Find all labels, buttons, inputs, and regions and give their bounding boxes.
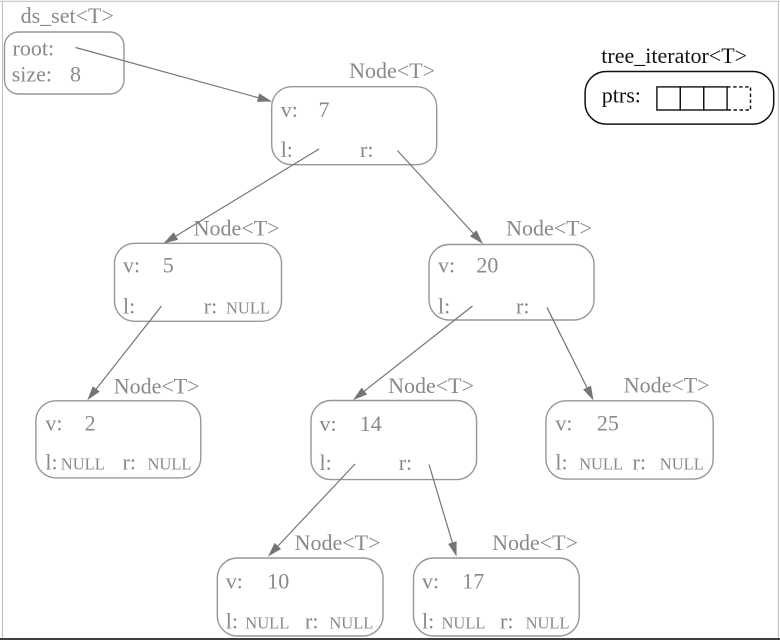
svg-text:2: 2 <box>85 411 96 436</box>
svg-text:r:: r: <box>500 609 513 634</box>
svg-text:NULL: NULL <box>329 614 373 633</box>
svg-text:Node<T>: Node<T> <box>506 216 592 241</box>
svg-text:NULL: NULL <box>245 614 289 633</box>
svg-text:ds_set<T>: ds_set<T> <box>21 3 114 28</box>
svg-text:l:: l: <box>555 450 567 475</box>
svg-text:Node<T>: Node<T> <box>349 58 435 83</box>
svg-text:v:: v: <box>320 411 337 436</box>
svg-text:v:: v: <box>555 411 572 436</box>
svg-text:v:: v: <box>438 253 455 278</box>
svg-text:size:: size: <box>12 62 52 87</box>
svg-text:r:: r: <box>204 294 217 319</box>
svg-text:NULL: NULL <box>660 455 704 474</box>
svg-text:tree_iterator<T>: tree_iterator<T> <box>601 43 747 68</box>
svg-text:7: 7 <box>319 97 330 122</box>
svg-text:l:: l: <box>281 137 293 162</box>
svg-text:NULL: NULL <box>226 299 270 318</box>
svg-text:Node<T>: Node<T> <box>295 530 381 555</box>
svg-text:r:: r: <box>399 450 412 475</box>
svg-text:r:: r: <box>516 294 529 319</box>
svg-text:8: 8 <box>70 62 81 87</box>
svg-text:l:: l: <box>226 609 238 634</box>
svg-text:10: 10 <box>267 569 289 594</box>
svg-text:20: 20 <box>476 253 498 278</box>
svg-text:l:: l: <box>123 294 135 319</box>
svg-text:l:: l: <box>45 450 57 475</box>
svg-text:NULL: NULL <box>526 614 570 633</box>
svg-text:r:: r: <box>360 137 373 162</box>
svg-text:NULL: NULL <box>579 455 623 474</box>
svg-text:v:: v: <box>123 253 140 278</box>
svg-text:5: 5 <box>163 253 174 278</box>
svg-text:v:: v: <box>45 411 62 436</box>
svg-text:Node<T>: Node<T> <box>114 374 200 399</box>
svg-text:NULL: NULL <box>61 455 105 474</box>
svg-text:Node<T>: Node<T> <box>194 216 280 241</box>
svg-text:v:: v: <box>226 569 243 594</box>
svg-text:l:: l: <box>320 450 332 475</box>
svg-text:17: 17 <box>462 569 484 594</box>
svg-text:Node<T>: Node<T> <box>624 373 710 398</box>
svg-text:r:: r: <box>305 609 318 634</box>
svg-text:l:: l: <box>438 294 450 319</box>
svg-text:r:: r: <box>633 450 646 475</box>
svg-text:NULL: NULL <box>442 614 486 633</box>
svg-text:14: 14 <box>360 411 382 436</box>
svg-text:25: 25 <box>597 411 619 436</box>
svg-text:root:: root: <box>13 36 55 61</box>
svg-text:ptrs:: ptrs: <box>602 83 641 108</box>
svg-text:v:: v: <box>422 569 439 594</box>
svg-text:v:: v: <box>281 97 298 122</box>
svg-text:r:: r: <box>123 450 136 475</box>
svg-text:Node<T>: Node<T> <box>492 530 578 555</box>
svg-text:l:: l: <box>422 609 434 634</box>
svg-text:Node<T>: Node<T> <box>388 373 474 398</box>
svg-text:NULL: NULL <box>148 455 192 474</box>
